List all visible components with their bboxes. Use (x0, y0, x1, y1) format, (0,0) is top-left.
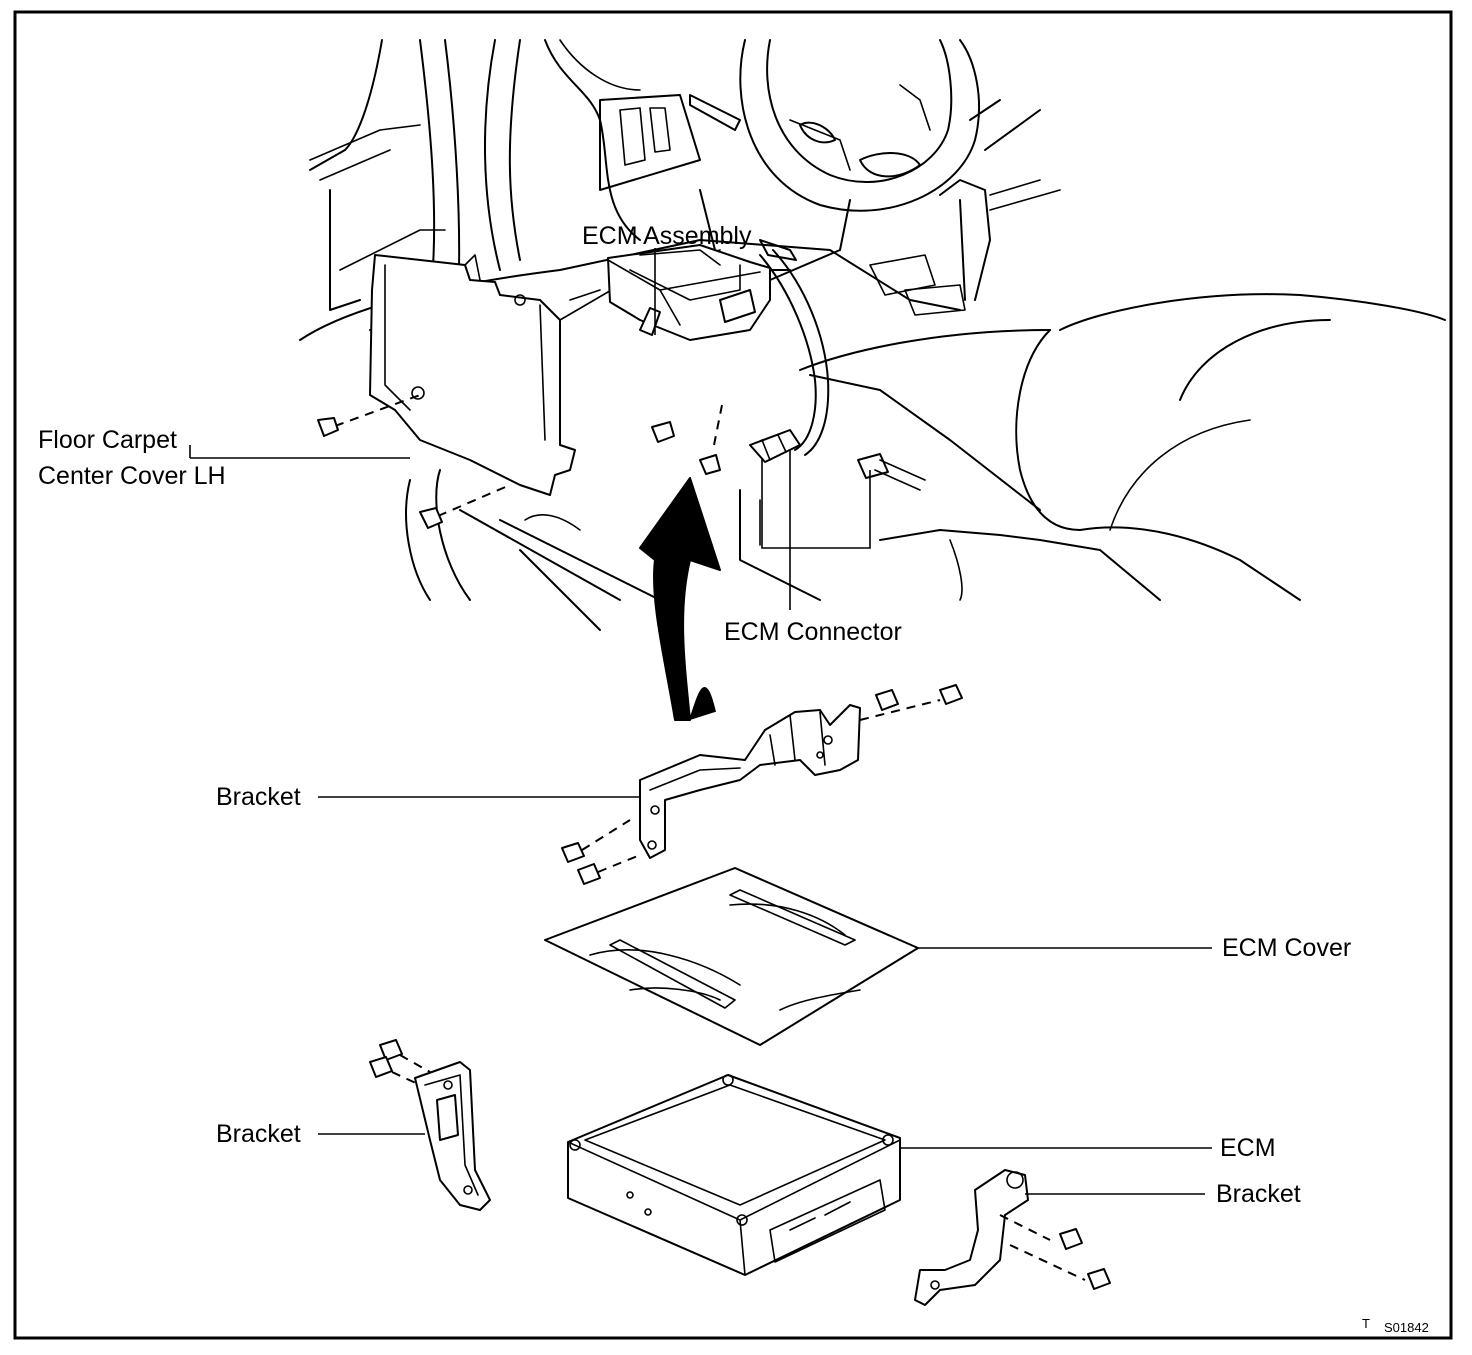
label-bracket-right: Bracket (1216, 1180, 1301, 1208)
label-ecm-cover: ECM Cover (1222, 934, 1352, 962)
leader-lines (189, 248, 1212, 1195)
floor-carpet-center-cover (317, 254, 576, 529)
label-ecm-assembly: ECM Assembly (582, 222, 752, 250)
bracket-left-part (369, 1039, 491, 1211)
bracket-top-part (561, 684, 963, 885)
ecm-cover-part (544, 867, 919, 1046)
label-bracket-left: Bracket (216, 1120, 301, 1148)
ecm-assembly-installed (607, 239, 926, 491)
ecm-unit-part (567, 1074, 901, 1276)
frame-border (13, 10, 1453, 1340)
bracket-right-part (914, 1169, 1111, 1306)
label-ecm-connector: ECM Connector (724, 618, 902, 646)
label-ecm: ECM (1220, 1134, 1276, 1162)
t-mark: T (1362, 1316, 1370, 1331)
removal-direction-arrow (639, 477, 721, 721)
label-floor-carpet-line1: Floor Carpet (38, 426, 177, 454)
label-floor-carpet-line2: Center Cover LH (38, 462, 226, 490)
figure-code: S01842 (1384, 1320, 1429, 1335)
label-bracket-top: Bracket (216, 783, 301, 811)
